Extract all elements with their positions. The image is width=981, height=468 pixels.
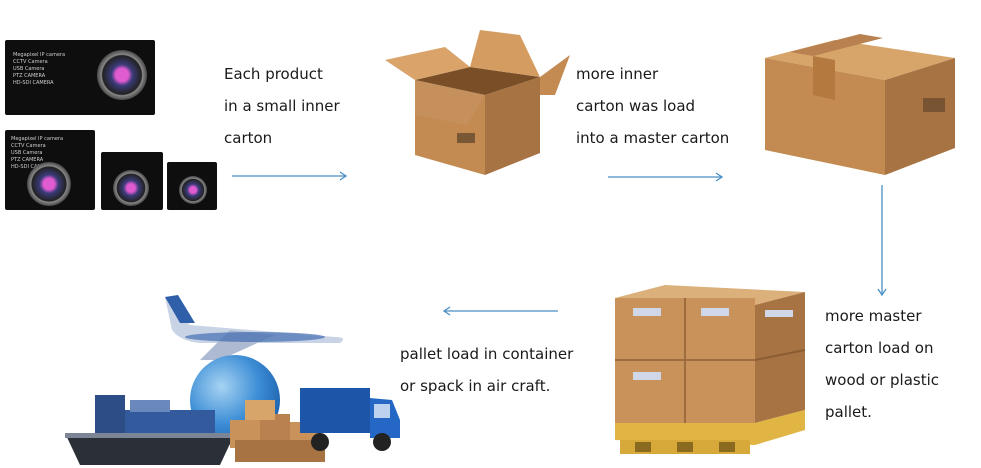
airplane-icon [165,295,344,360]
ship-icon [65,395,235,465]
step1-text: Each product in a small inner carton [224,65,340,147]
open-carton-icon [385,30,570,175]
step2-text: more inner carton was load into a master… [576,65,730,147]
closed-carton-icon [765,34,955,175]
pallet-icon [615,285,806,454]
arrow-down [877,185,887,297]
camera-box-text: Megapixel IP camera CCTV Camera USB Came… [13,52,66,86]
arrow-left [442,306,558,316]
camera-lens-icon [113,170,149,206]
product-boxes-image: Megapixel IP camera CCTV Camera USB Came… [5,40,220,215]
arrow-right-2 [608,172,724,182]
truck-icon [300,388,400,451]
step3-text: more master carton load on wood or plast… [825,307,940,421]
camera-box-large: Megapixel IP camera CCTV Camera USB Came… [5,40,155,115]
arrow-right-1 [232,171,348,181]
camera-lens-icon [97,50,147,100]
camera-box-medium: Megapixel IP camera CCTV Camera USB Came… [5,130,95,210]
camera-lens-icon [27,162,71,206]
camera-box-mini [167,162,217,210]
step4-text: pallet load in container or spack in air… [400,345,574,395]
camera-lens-icon [179,176,207,204]
camera-box-small [101,152,163,210]
